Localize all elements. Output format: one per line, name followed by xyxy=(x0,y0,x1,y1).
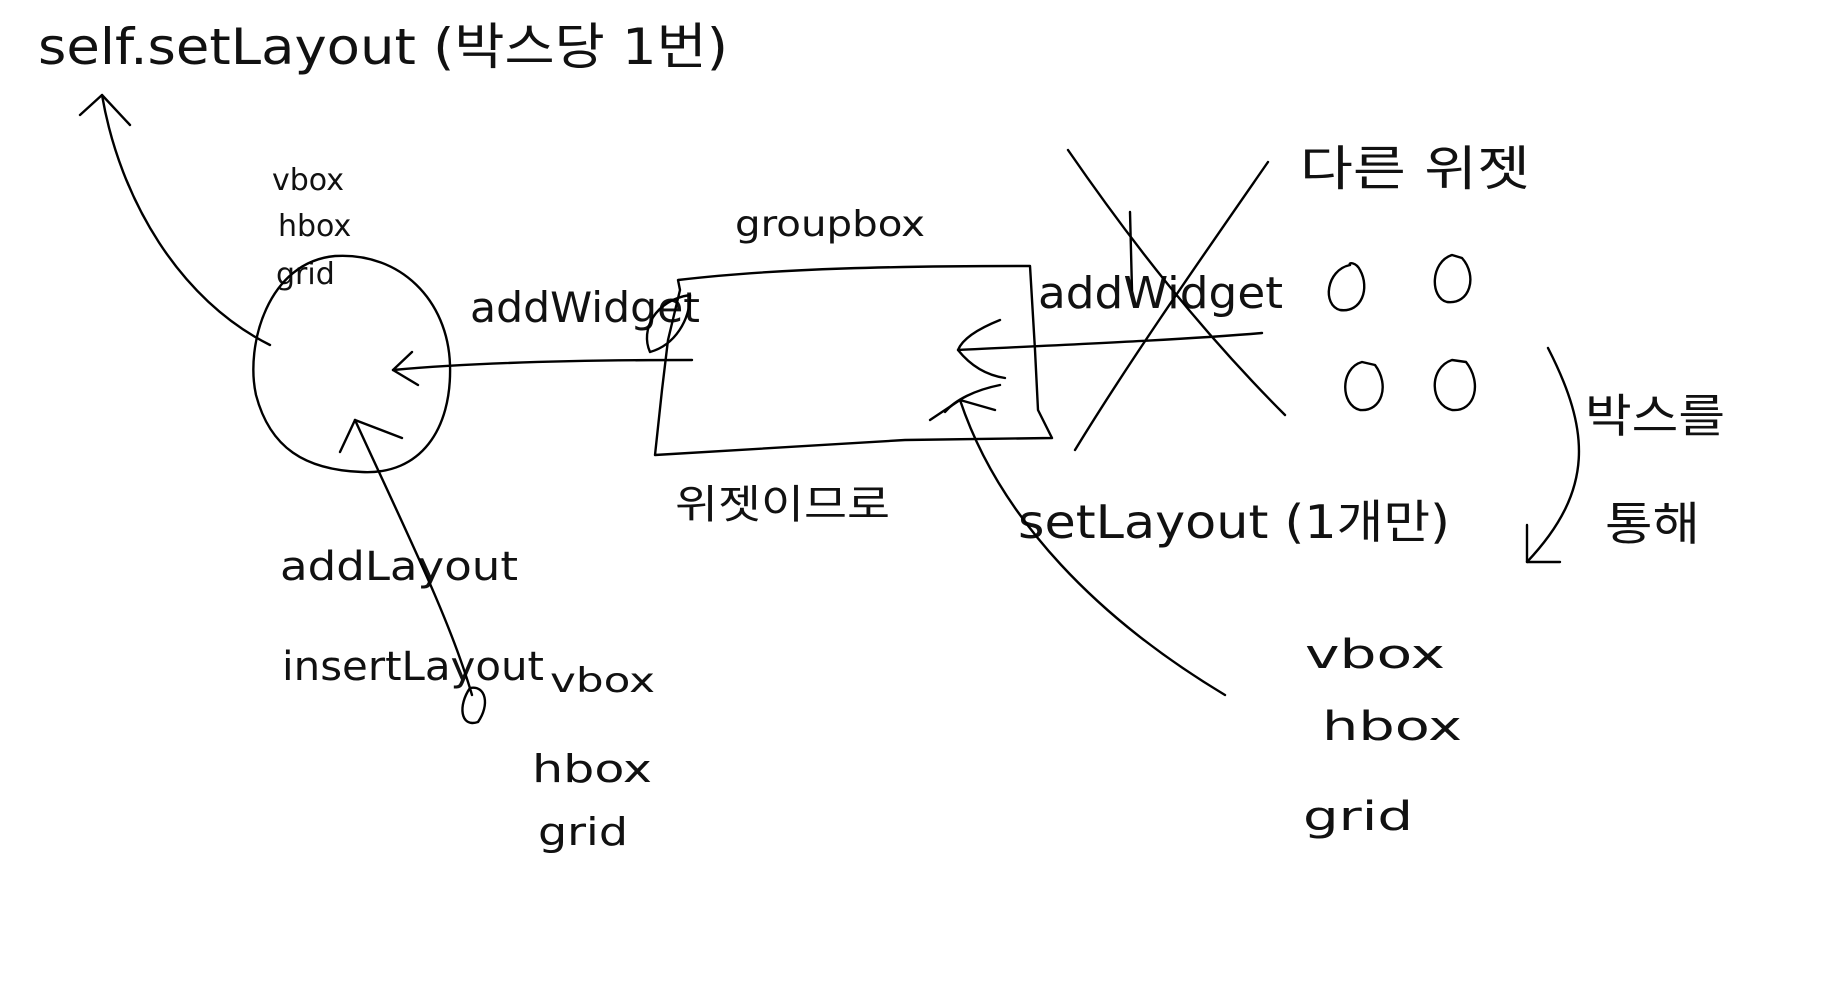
layout-grid-label: grid xyxy=(276,257,335,292)
widget-circle-1 xyxy=(1327,261,1366,312)
right-vbox-label: vbox xyxy=(1305,632,1445,678)
addwidget-left-label: addWidget xyxy=(470,283,700,332)
layout-vbox-label: vbox xyxy=(272,163,344,198)
insertlayout-loop-stroke xyxy=(461,686,487,725)
via-box-label-line2: 통해 xyxy=(1605,497,1700,551)
self-setlayout-arrow xyxy=(78,93,272,347)
insert-vbox-label: vbox xyxy=(550,661,655,701)
groupbox-handwriting-stroke xyxy=(645,293,692,354)
setlayout-one-label: setLayout (1개만) xyxy=(1018,495,1450,549)
layout-hbox-label: hbox xyxy=(278,209,351,244)
widgets-to-groupbox-arrow xyxy=(956,318,1264,380)
via-box-arrow xyxy=(1525,346,1581,564)
other-widgets-crossout xyxy=(1066,148,1287,452)
layout-circle xyxy=(252,254,452,474)
via-box-label-line1: 박스를 xyxy=(1585,389,1725,443)
right-hbox-label: hbox xyxy=(1322,704,1462,750)
widget-circle-2 xyxy=(1433,253,1472,304)
insertlayout-label: insertLayout xyxy=(282,644,544,690)
groupbox-caption-label: 위젯이므로 xyxy=(675,482,890,528)
self-setlayout-label: self.setLayout (박스당 1번) xyxy=(38,18,728,76)
addlayout-arrow xyxy=(338,418,474,697)
insert-hbox-label: hbox xyxy=(532,747,652,791)
layout-to-groupbox-arrow xyxy=(391,350,694,387)
widget-circle-3 xyxy=(1344,360,1384,412)
right-grid-label: grid xyxy=(1303,794,1413,840)
addlayout-label: addLayout xyxy=(280,544,518,590)
other-widgets-label: 다른 위젯 xyxy=(1300,141,1530,197)
groupbox-rectangle xyxy=(653,264,1054,457)
widget-circles xyxy=(1327,253,1477,412)
setlayout-one-arrow xyxy=(928,383,1227,697)
widget-circle-4 xyxy=(1433,358,1477,412)
groupbox-label: groupbox xyxy=(735,204,925,245)
insert-grid-label: grid xyxy=(538,810,628,854)
